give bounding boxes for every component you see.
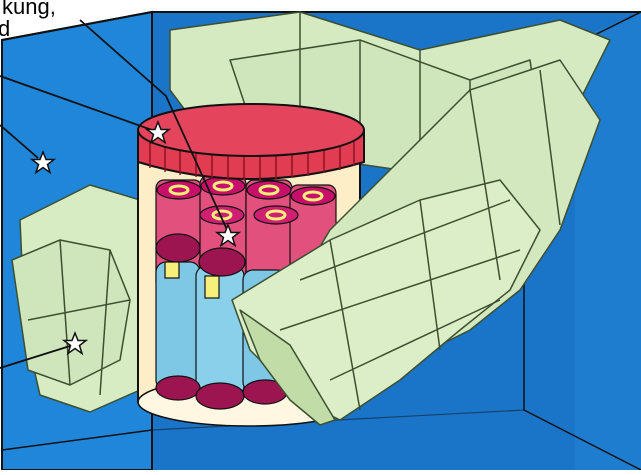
vial-label: [205, 276, 219, 298]
bubble-pack-left-fold: [12, 240, 130, 385]
vial-cap-maroon: [156, 234, 200, 262]
vial-cap-top: [247, 181, 291, 199]
vial-cap-top: [254, 206, 298, 224]
vial-cap-maroon: [199, 248, 245, 276]
jar-lid-top: [138, 104, 364, 156]
vial-cap-top: [291, 187, 335, 205]
vial-blue: [196, 266, 244, 396]
callout-label-line-2: d: [0, 18, 10, 40]
vial-cap-top: [157, 181, 201, 199]
vial-cap-top: [200, 206, 244, 224]
callout-label-line-1: kung,: [2, 0, 56, 18]
vial-label: [165, 262, 179, 278]
vial-cap-maroon: [156, 376, 200, 400]
vial-blue: [156, 262, 200, 390]
vial-cap-maroon: [196, 383, 244, 409]
